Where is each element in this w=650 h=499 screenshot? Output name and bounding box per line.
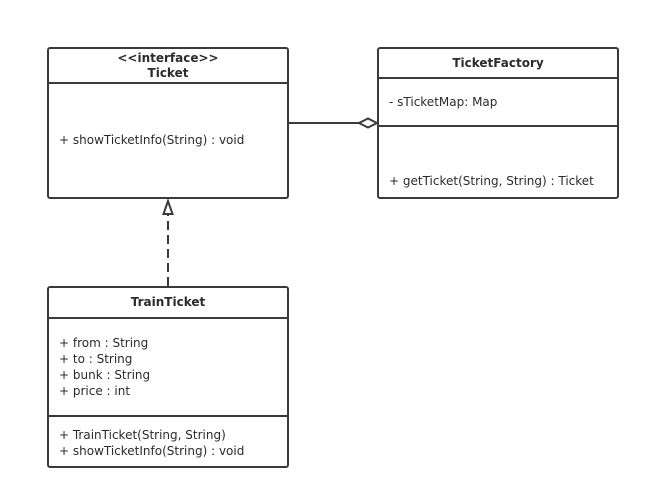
method-item: + showTicketInfo(String) : void [59,132,245,147]
class-stereotype: <<interface>> [117,50,219,65]
attribute-item: + bunk : String [59,368,151,382]
aggregation-connector [289,117,380,129]
attribute-item: + from : String [59,336,149,350]
attributes-compartment: - sTicketMap: Map [379,79,617,127]
methods-compartment: + TrainTicket(String, String) + showTick… [49,417,287,466]
class-box-train-ticket[interactable]: TrainTicket + from : String + to : Strin… [47,286,289,468]
class-name: TicketFactory [452,55,544,70]
class-header: <<interface>> Ticket [49,49,287,84]
attribute-item: - sTicketMap: Map [389,95,498,109]
attribute-item: + price : int [59,384,131,398]
class-box-ticket[interactable]: <<interface>> Ticket + showTicketInfo(St… [47,47,289,199]
class-name: Ticket [147,65,189,80]
class-name: TrainTicket [130,295,206,309]
method-item: + showTicketInfo(String) : void [59,443,245,458]
methods-compartment: + showTicketInfo(String) : void [49,84,287,197]
class-box-ticket-factory[interactable]: TicketFactory - sTicketMap: Map + getTic… [377,47,619,199]
method-item: + getTicket(String, String) : Ticket [389,174,594,188]
class-header: TrainTicket [49,288,287,319]
attribute-item: + to : String [59,352,133,366]
attributes-compartment: + from : String + to : String + bunk : S… [49,319,287,417]
class-header: TicketFactory [379,49,617,79]
realization-arrowhead [162,197,174,215]
method-item: + TrainTicket(String, String) [59,427,226,442]
methods-compartment: + getTicket(String, String) : Ticket [379,127,617,197]
realization-connector [162,197,174,286]
aggregation-diamond [356,117,380,129]
